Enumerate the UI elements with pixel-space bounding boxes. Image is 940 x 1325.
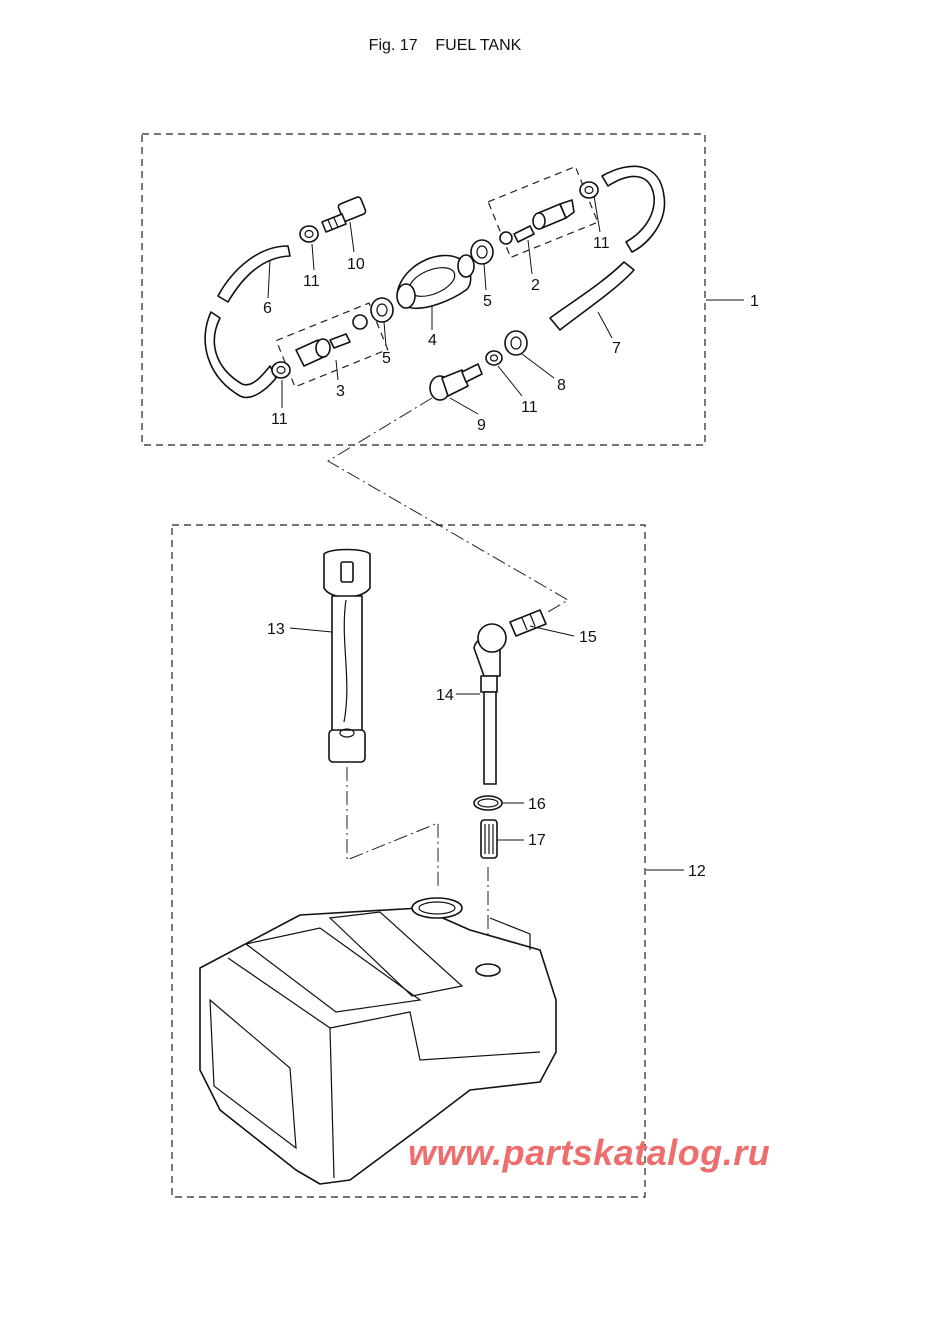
watermark-text: www.partskatalog.ru <box>408 1132 771 1173</box>
connector-2 <box>499 199 575 245</box>
fuel-tank-body <box>199 897 557 1185</box>
callout-5-left: 5 <box>382 350 391 367</box>
o-ring-16 <box>473 795 503 811</box>
clamp-ring-11-upper-right <box>579 181 599 199</box>
callout-17: 17 <box>528 832 546 849</box>
callout-14: 14 <box>436 687 454 704</box>
primer-bulb-4 <box>396 254 475 310</box>
callout-2: 2 <box>531 277 540 294</box>
callout-12: 12 <box>688 863 706 880</box>
hose-sleeve-5-left <box>370 297 394 323</box>
figure-number: Fig. 17 <box>368 37 418 54</box>
figure-name: FUEL TANK <box>435 37 522 54</box>
hose-fitting-10 <box>321 196 367 233</box>
assembly-link-line <box>327 397 569 613</box>
callout-3: 3 <box>336 383 345 400</box>
connector-group-box-3 <box>275 302 389 388</box>
clamp-ring-11-upper-left <box>299 225 319 243</box>
hose-sleeve-5-right <box>470 239 494 265</box>
fuel-tank-assembly-box <box>171 524 646 1198</box>
callout-11-lower-left: 11 <box>271 411 288 428</box>
callout-8: 8 <box>557 377 566 394</box>
fuel-hose-7 <box>549 165 666 331</box>
callout-16: 16 <box>528 796 546 813</box>
callout-15: 15 <box>579 629 597 646</box>
callout-4: 4 <box>428 332 437 349</box>
callout-9: 9 <box>477 417 486 434</box>
hose-sleeve-8 <box>504 330 528 356</box>
clamp-ring-11-lower-left <box>271 361 291 379</box>
connector-3 <box>295 314 368 367</box>
fuel-gauge-13 <box>323 548 371 763</box>
figure-title: Fig. 17 FUEL TANK <box>0 37 890 55</box>
callout-5-right: 5 <box>483 293 492 310</box>
callout-6: 6 <box>263 300 272 317</box>
callout-11-upper-right: 11 <box>593 235 610 252</box>
callout-13: 13 <box>267 621 285 638</box>
clamp-ring-11-lower-center <box>485 350 503 366</box>
callout-11-lower-center: 11 <box>521 399 538 416</box>
gauge-to-tank-line <box>346 767 439 890</box>
fuel-line-assembly-box <box>141 133 706 446</box>
strainer-17 <box>480 819 498 859</box>
fuel-pickup-14 <box>473 636 501 785</box>
callout-11-upper-left: 11 <box>303 273 320 290</box>
callout-1: 1 <box>750 293 759 310</box>
connector-9 <box>429 363 483 401</box>
elbow-connector-15 <box>477 609 547 653</box>
callout-10: 10 <box>347 256 365 273</box>
callout-7: 7 <box>612 340 621 357</box>
